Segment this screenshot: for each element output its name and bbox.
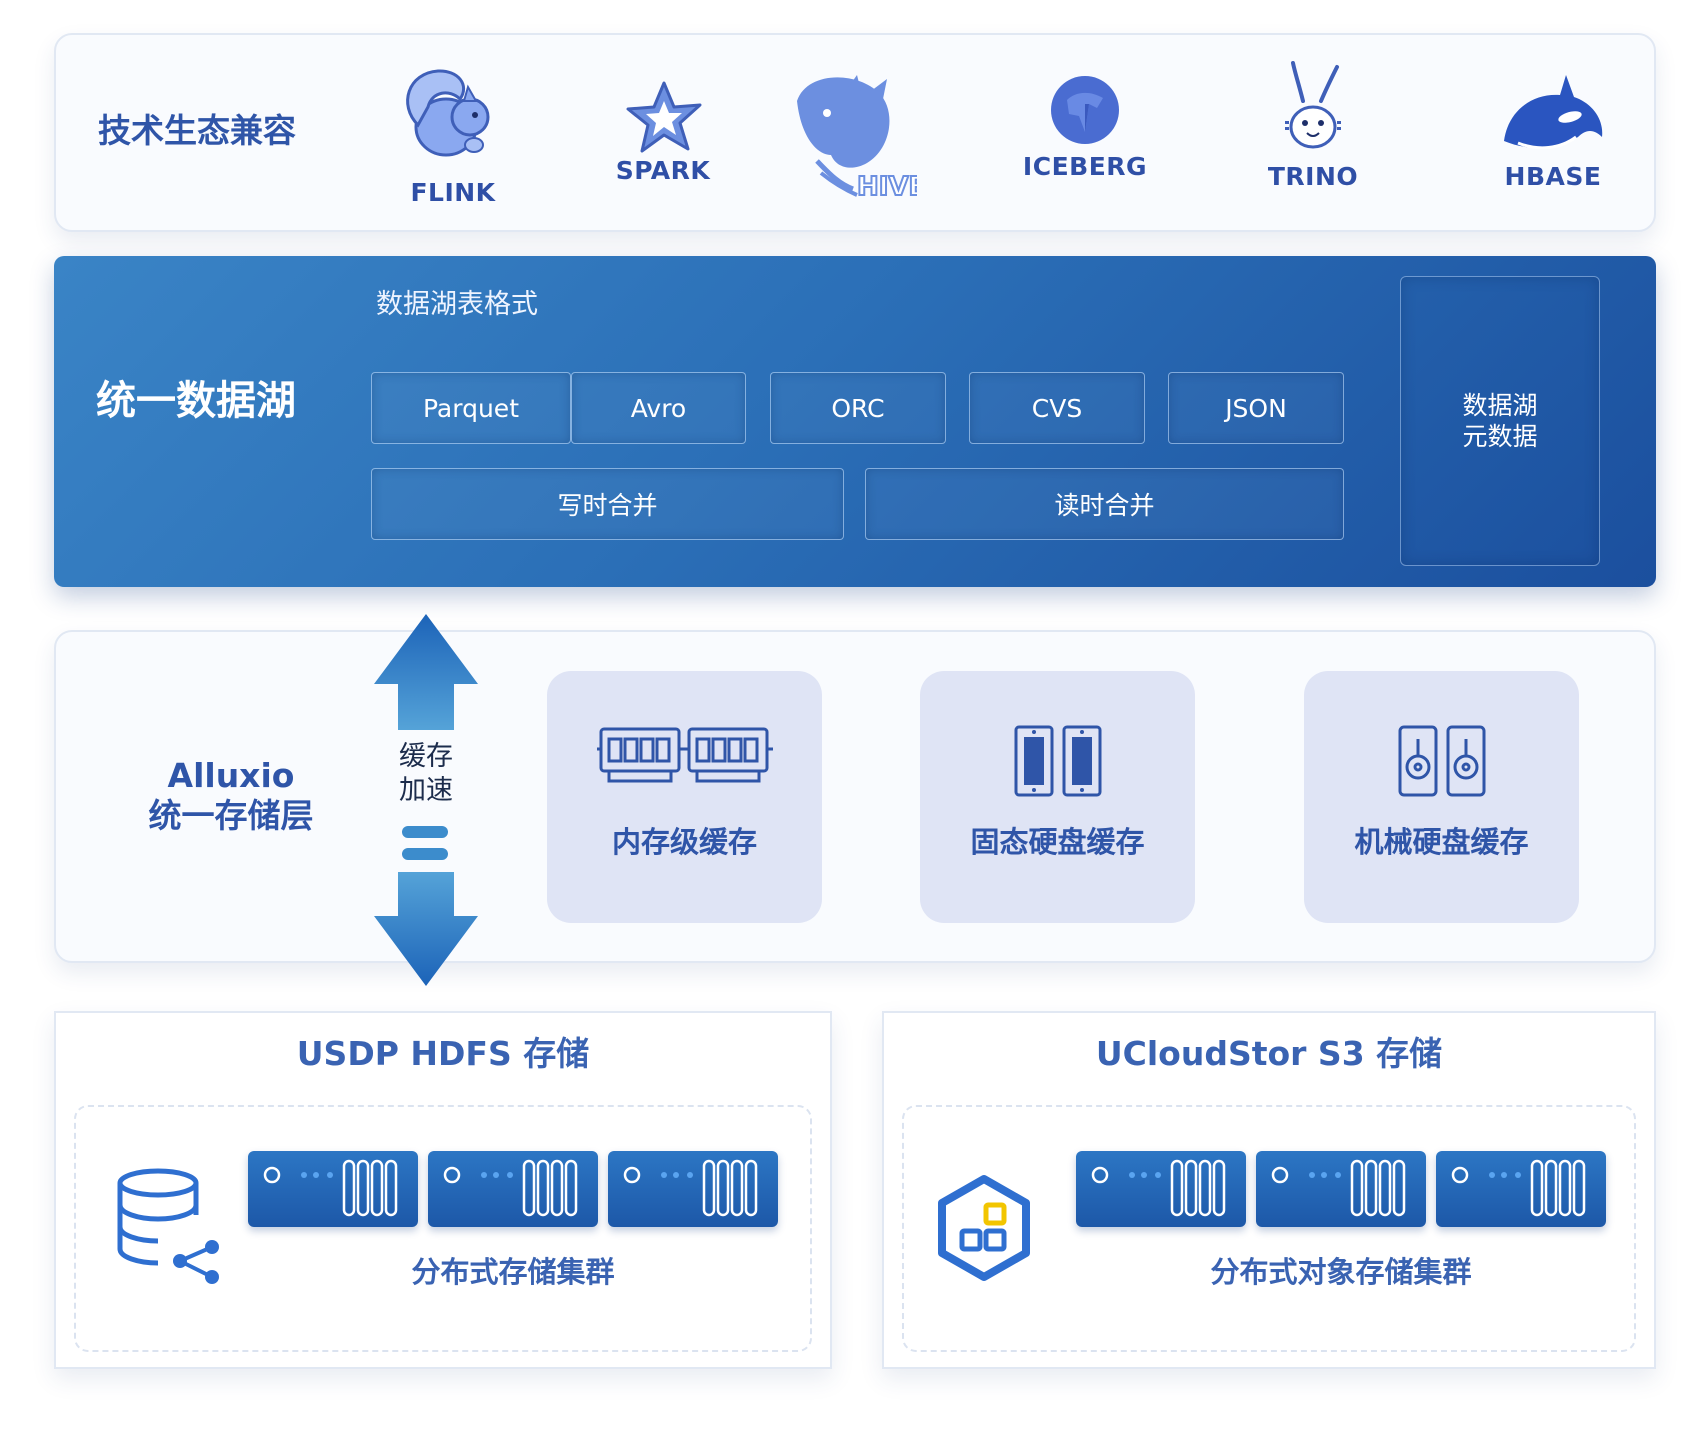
alluxio-panel: Alluxio 统一存储层 内存级缓存 bbox=[54, 630, 1656, 963]
hdfs-storage-title: USDP HDFS 存储 bbox=[296, 1034, 590, 1073]
hdfs-server-2 bbox=[428, 1151, 598, 1227]
merge-on-read: 读时合并 bbox=[865, 468, 1344, 540]
table-format-title: 数据湖表格式 bbox=[376, 289, 538, 320]
memory-cache-label: 内存级缓存 bbox=[611, 825, 757, 859]
s3-server-2 bbox=[1256, 1151, 1426, 1227]
cache-acceleration-arrow: 缓存 加速 bbox=[370, 610, 482, 990]
flink-label: FLINK bbox=[410, 178, 496, 207]
hard-disk-icon bbox=[1398, 725, 1485, 797]
flink-logo: FLINK bbox=[368, 65, 538, 215]
format-cvs: CVS bbox=[969, 372, 1145, 444]
spark-label: SPARK bbox=[615, 156, 711, 185]
hbase-logo: HBASE bbox=[1468, 65, 1638, 215]
cache-acceleration-label: 缓存 加速 bbox=[399, 741, 453, 806]
data-lake-panel: 统一数据湖 数据湖表格式 Parquet Avro ORC CVS JSON 写… bbox=[54, 256, 1656, 587]
hdd-cache-label: 机械硬盘缓存 bbox=[1354, 825, 1529, 859]
s3-storage-title: UCloudStor S3 存储 bbox=[1095, 1034, 1443, 1073]
hexagon-object-storage-icon bbox=[938, 1175, 1030, 1281]
iceberg-icon bbox=[1051, 76, 1119, 144]
database-share-icon bbox=[117, 1168, 219, 1284]
hbase-orca-icon bbox=[1504, 75, 1603, 150]
alluxio-title-line2: 统一存储层 bbox=[148, 795, 314, 835]
lake-metadata-label: 数据湖 元数据 bbox=[1462, 390, 1538, 451]
hbase-label: HBASE bbox=[1504, 162, 1602, 191]
hdfs-storage-panel: USDP HDFS 存储 bbox=[54, 1011, 832, 1369]
svg-text:HIVE: HIVE bbox=[857, 172, 917, 201]
double-arrow-icon bbox=[374, 614, 478, 986]
trino-label: TRINO bbox=[1267, 162, 1359, 191]
s3-storage-panel: UCloudStor S3 存储 bbox=[882, 1011, 1656, 1369]
hive-bee-icon: HIVE bbox=[797, 75, 917, 201]
memory-cache-card: 内存级缓存 bbox=[547, 671, 822, 923]
hdfs-server-1 bbox=[248, 1151, 418, 1227]
format-orc: ORC bbox=[770, 372, 946, 444]
spark-logo: SPARK bbox=[578, 65, 748, 215]
merge-on-write: 写时合并 bbox=[371, 468, 844, 540]
format-parquet: Parquet bbox=[371, 372, 571, 444]
nvme-ssd-icon bbox=[1014, 725, 1101, 797]
trino-bunny-icon bbox=[1285, 61, 1341, 149]
hdfs-cluster-area bbox=[74, 1105, 812, 1352]
spark-star-icon bbox=[626, 81, 702, 153]
flink-squirrel-icon bbox=[406, 69, 490, 157]
iceberg-label: ICEBERG bbox=[1022, 152, 1148, 181]
memory-module-icon bbox=[596, 727, 773, 783]
ecosystem-title: 技术生态兼容 bbox=[98, 111, 296, 150]
trino-logo: TRINO bbox=[1228, 61, 1398, 215]
format-json: JSON bbox=[1168, 372, 1344, 444]
ssd-cache-label: 固态硬盘缓存 bbox=[970, 825, 1145, 859]
s3-cluster-label: 分布式对象存储集群 bbox=[1210, 1255, 1472, 1289]
s3-cluster-area bbox=[902, 1105, 1636, 1352]
alluxio-title: Alluxio 统一存储层 bbox=[116, 756, 346, 835]
s3-server-1 bbox=[1076, 1151, 1246, 1227]
lake-metadata-box: 数据湖 元数据 bbox=[1400, 276, 1600, 566]
hive-logo: HIVE bbox=[782, 71, 922, 211]
ssd-cache-card: 固态硬盘缓存 bbox=[920, 671, 1195, 923]
data-lake-title: 统一数据湖 bbox=[96, 378, 296, 424]
alluxio-title-line1: Alluxio bbox=[167, 756, 295, 795]
hdfs-server-3 bbox=[608, 1151, 778, 1227]
iceberg-logo: ICEBERG bbox=[1000, 65, 1170, 215]
ecosystem-panel: 技术生态兼容 FLINK SPARK HIVE bbox=[54, 33, 1656, 232]
s3-server-3 bbox=[1436, 1151, 1606, 1227]
hdd-cache-card: 机械硬盘缓存 bbox=[1304, 671, 1579, 923]
format-avro: Avro bbox=[571, 372, 746, 444]
hdfs-cluster-label: 分布式存储集群 bbox=[411, 1255, 615, 1289]
